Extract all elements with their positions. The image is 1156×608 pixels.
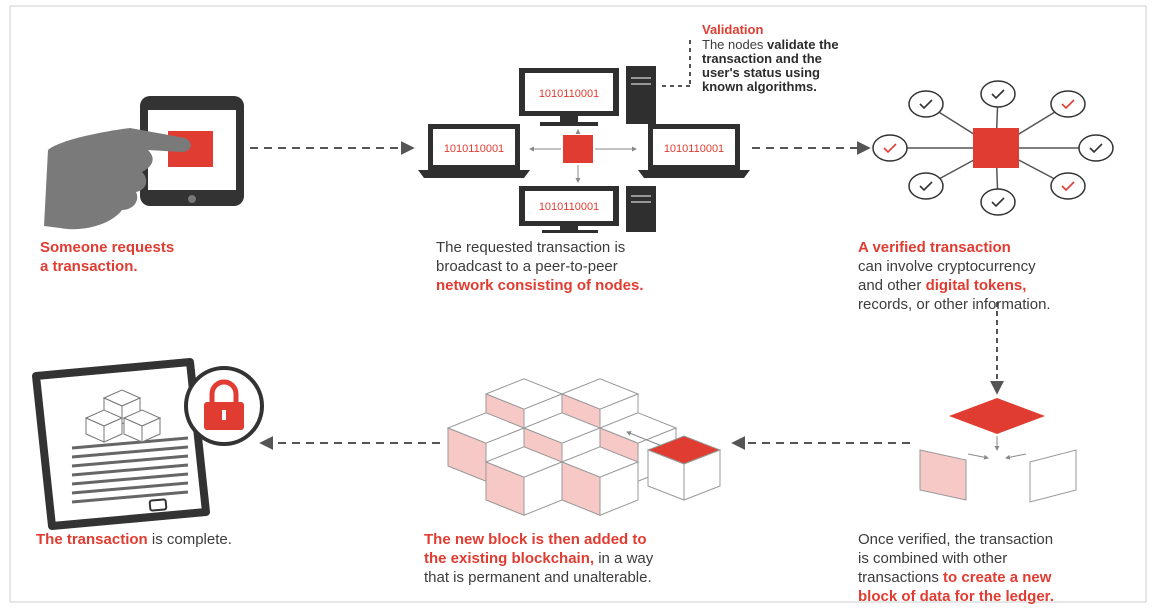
padlock-icon bbox=[184, 366, 264, 446]
checkmark-icon bbox=[908, 172, 944, 200]
checkmark-icon bbox=[980, 80, 1016, 108]
checkmark-icon bbox=[1050, 90, 1086, 118]
chain-cube bbox=[484, 446, 564, 516]
checkmark-icon bbox=[1050, 172, 1086, 200]
verified-line2: can involve cryptocurrency bbox=[858, 258, 1036, 275]
blockchain-cubes bbox=[446, 378, 678, 516]
validation-line2: transaction and the bbox=[702, 51, 822, 66]
verified-transaction-block bbox=[973, 128, 1019, 168]
checkmark-icon bbox=[980, 188, 1016, 216]
verified-line4: records, or other information. bbox=[858, 296, 1051, 313]
combined-line3: transactions to create a new bbox=[858, 569, 1052, 586]
broadcast-line3: network consisting of nodes. bbox=[436, 277, 644, 294]
svg-text:1010110001: 1010110001 bbox=[444, 143, 504, 155]
transaction-panel-left bbox=[919, 449, 967, 501]
added-line1: The new block is then added to bbox=[424, 531, 647, 548]
validation-title: Validation bbox=[702, 22, 763, 37]
new-red-block bbox=[646, 435, 722, 501]
svg-text:1010110001: 1010110001 bbox=[539, 88, 599, 100]
chain-cube bbox=[560, 446, 640, 516]
document-lines bbox=[71, 436, 189, 504]
combined-line1: Once verified, the transaction bbox=[858, 531, 1053, 548]
complete-line: The transaction is complete. bbox=[36, 531, 232, 548]
svg-text:1010110001: 1010110001 bbox=[539, 201, 599, 213]
diagram-frame bbox=[9, 5, 1147, 603]
validation-line1: The nodes validate the bbox=[702, 37, 839, 52]
node-laptop-left: 1010110001 bbox=[418, 124, 530, 178]
hand-tapping-phone-icon bbox=[44, 128, 191, 230]
validation-line4: known algorithms. bbox=[702, 79, 817, 94]
transaction-panel-right bbox=[1029, 449, 1077, 503]
node-laptop-right: 1010110001 bbox=[638, 124, 750, 178]
request-line1: Someone requests bbox=[40, 239, 174, 256]
checkmark-icon bbox=[1078, 134, 1114, 162]
validation-line3: user's status using bbox=[702, 65, 820, 80]
small-cubes-icon bbox=[84, 389, 162, 443]
node-desktop-bottom: 1010110001 bbox=[519, 186, 656, 233]
arrow-block-into-chain bbox=[626, 431, 663, 447]
transaction-block-center bbox=[563, 135, 593, 163]
broadcast-line2: broadcast to a peer-to-peer bbox=[436, 258, 618, 275]
node-desktop-top: 1010110001 bbox=[519, 66, 656, 126]
broadcast-line1: The requested transaction is bbox=[436, 239, 625, 256]
request-line2: a transaction. bbox=[40, 258, 138, 275]
new-block-diamond bbox=[949, 398, 1045, 434]
checkmark-icon bbox=[908, 90, 944, 118]
svg-text:1010110001: 1010110001 bbox=[664, 143, 724, 155]
phone-icon bbox=[140, 96, 244, 206]
verified-line3: and other digital tokens, bbox=[858, 277, 1026, 294]
checkmark-icon bbox=[872, 134, 908, 162]
verified-line1: A verified transaction bbox=[858, 239, 1011, 256]
combined-line4: block of data for the ledger. bbox=[858, 588, 1054, 605]
added-line3: that is permanent and unalterable. bbox=[424, 569, 652, 586]
added-line2: the existing blockchain, in a way bbox=[424, 550, 654, 567]
combined-line2: is combined with other bbox=[858, 550, 1007, 567]
